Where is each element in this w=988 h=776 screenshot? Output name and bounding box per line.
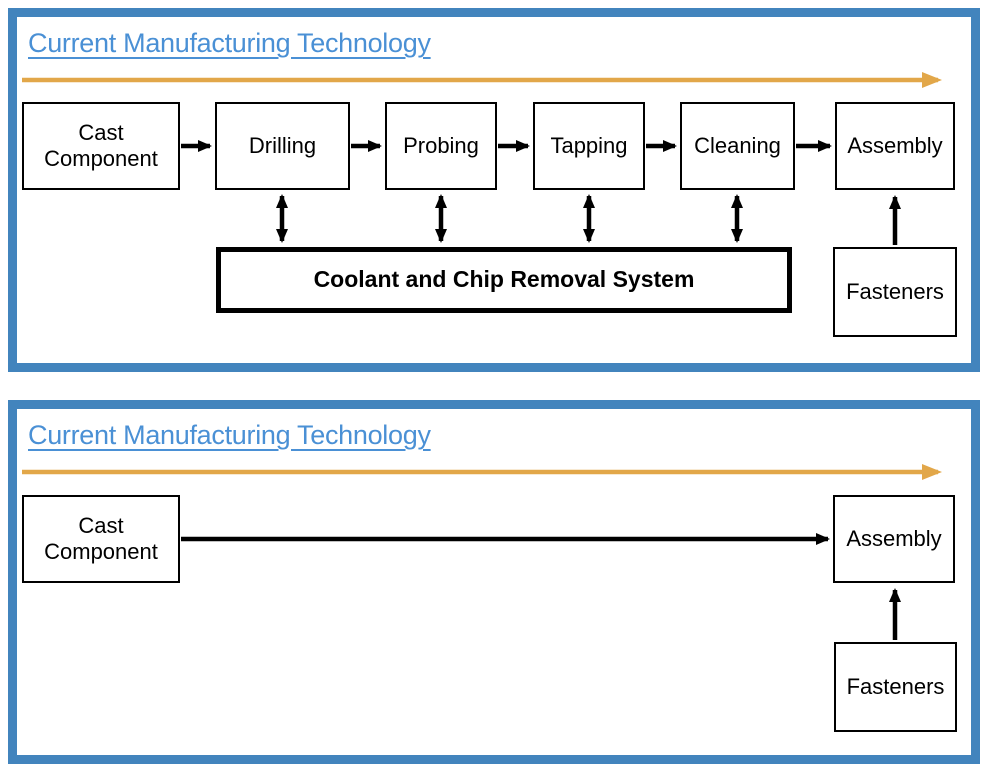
- flow-arrows-layer: [22, 464, 942, 640]
- panel-current-manufacturing-simplified: Current Manufacturing Technology Cast Co…: [8, 400, 980, 764]
- panel-title: Current Manufacturing Technology: [28, 28, 431, 58]
- process-box-assembly: Assembly: [835, 102, 955, 190]
- process-box-probing: Probing: [385, 102, 497, 190]
- fasteners-box-label: Fasteners: [846, 674, 945, 700]
- process-box-cast-component: Cast Component: [22, 495, 180, 583]
- process-box-drilling: Drilling: [215, 102, 350, 190]
- process-box-tapping: Tapping: [533, 102, 645, 190]
- process-box-label: Assembly: [847, 133, 943, 159]
- fasteners-box-label: Fasteners: [846, 279, 944, 305]
- process-box-label: Cleaning: [694, 133, 781, 159]
- process-box-cleaning: Cleaning: [680, 102, 795, 190]
- process-box-assembly: Assembly: [833, 495, 955, 583]
- process-box-label: Drilling: [248, 133, 317, 159]
- panel-current-manufacturing-detailed: Current Manufacturing Technology: [8, 8, 980, 372]
- panel-title: Current Manufacturing Technology: [28, 420, 431, 450]
- process-box-label: Cast Component: [44, 513, 158, 564]
- process-box-cast-component: Cast Component: [22, 102, 180, 190]
- fasteners-box: Fasteners: [834, 642, 957, 732]
- process-box-label: Probing: [403, 133, 479, 159]
- process-box-label: Tapping: [550, 133, 628, 159]
- process-box-label: Assembly: [846, 526, 942, 552]
- flow-arrows-layer: [22, 72, 942, 245]
- fasteners-box: Fasteners: [833, 247, 957, 337]
- coolant-box-label: Coolant and Chip Removal System: [313, 266, 695, 293]
- process-box-label: Cast Component: [44, 120, 158, 171]
- coolant-chip-removal-box: Coolant and Chip Removal System: [216, 247, 792, 313]
